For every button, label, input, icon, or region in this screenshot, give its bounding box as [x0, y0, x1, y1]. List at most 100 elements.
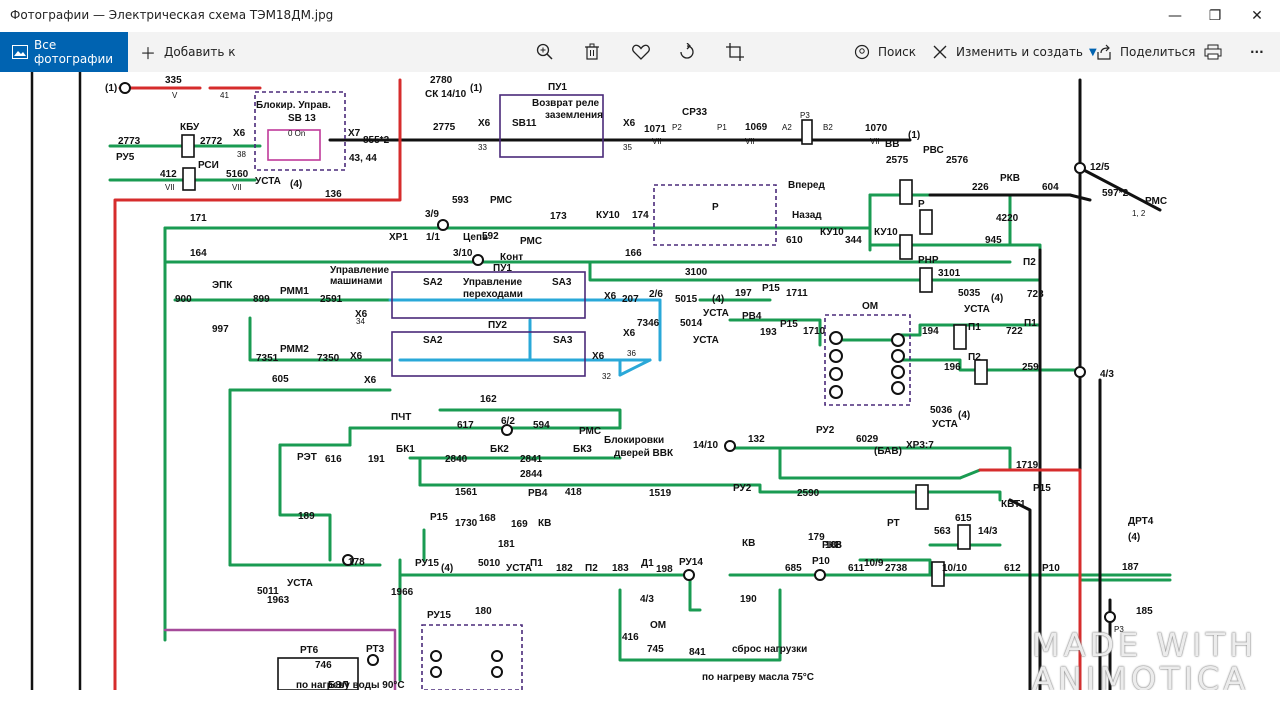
schematic-label: 6029: [856, 434, 879, 445]
schematic-label: П1: [968, 322, 981, 333]
schematic-label: В2: [823, 123, 833, 132]
more-button[interactable]: ···: [1250, 45, 1264, 59]
schematic-wire: [1078, 166, 1162, 212]
print-button[interactable]: [1204, 32, 1222, 72]
schematic-label: 416: [622, 632, 639, 643]
schematic-label: 612: [1004, 563, 1021, 574]
plus-icon: ＋: [140, 44, 157, 63]
schematic-label: РВ4: [742, 311, 762, 322]
terminal-node: [437, 219, 449, 231]
schematic-label: А2: [782, 123, 792, 132]
maximize-button[interactable]: ❐: [1208, 8, 1222, 24]
terminal-node: [342, 554, 354, 566]
schematic-box: [974, 359, 988, 385]
schematic-label: БК2: [490, 444, 509, 455]
schematic-box: [653, 184, 777, 246]
crop-button[interactable]: [726, 32, 744, 72]
zoom-in-button[interactable]: [536, 32, 554, 72]
schematic-label: 746: [315, 660, 332, 671]
schematic-label: БК3: [573, 444, 592, 455]
schematic-label: (4): [1128, 532, 1140, 543]
schematic-label: 4/3: [640, 594, 654, 605]
search-button[interactable]: Поиск: [854, 32, 916, 72]
rotate-button[interactable]: [678, 32, 696, 72]
share-button[interactable]: Поделиться: [1096, 32, 1195, 72]
schematic-label: Р2: [672, 123, 682, 132]
share-icon: [1097, 44, 1111, 60]
all-photos-label: Все фотографии: [34, 38, 114, 66]
schematic-label: 745: [647, 644, 664, 655]
schematic-label: 194: [922, 326, 939, 337]
schematic-wire: [113, 78, 402, 690]
schematic-label: 207: [622, 294, 639, 305]
terminal-node: [724, 440, 736, 452]
schematic-label: 7350: [317, 353, 340, 364]
schematic-label: РКВ: [1000, 173, 1020, 184]
schematic-label: 4220: [996, 213, 1019, 224]
schematic-label: Р3: [800, 111, 810, 120]
search-label: Поиск: [878, 45, 917, 59]
schematic-label: 605: [272, 374, 289, 385]
schematic-label: VII: [232, 183, 242, 192]
schematic-label: РУ5: [116, 152, 135, 163]
app-toolbar: Все фотографии ＋ Добавить к Поиск Измени…: [0, 32, 1280, 72]
schematic-label: заземления: [545, 110, 603, 121]
schematic-box: [919, 267, 933, 293]
schematic-label: Управление: [463, 277, 523, 288]
schematic-label: Р15: [430, 512, 448, 523]
terminal-node: [430, 650, 442, 662]
schematic-label: 1, 2: [1132, 209, 1146, 218]
schematic-label: РМС: [520, 236, 542, 247]
schematic-label: Х6: [364, 375, 377, 386]
schematic-box: [899, 234, 913, 260]
schematic-label: 189: [298, 511, 315, 522]
schematic-label: 5015: [675, 294, 698, 305]
schematic-label: 0 On: [288, 129, 305, 138]
close-button[interactable]: ✕: [1251, 8, 1263, 24]
schematic-label: УСТА: [964, 304, 990, 315]
schematic-label: КВ: [538, 518, 551, 529]
edit-create-button[interactable]: Изменить и создать ▼: [932, 32, 1097, 72]
schematic-label: 7346: [637, 318, 660, 329]
schematic-label: Р15: [780, 319, 798, 330]
schematic-wire: [958, 468, 982, 480]
schematic-wire: [898, 358, 1082, 372]
schematic-label: 611: [848, 563, 865, 574]
schematic-label: 33: [478, 143, 487, 152]
schematic-label: 1710: [803, 326, 826, 337]
zoom-in-icon: [536, 43, 553, 60]
schematic-label: РМС: [579, 426, 601, 437]
terminal-node: [1074, 162, 1086, 174]
schematic-label: 226: [972, 182, 989, 193]
schematic-box: [277, 657, 359, 690]
schematic-label: 615: [955, 513, 972, 524]
schematic-label: 14/10: [693, 440, 718, 451]
delete-button[interactable]: [584, 32, 600, 72]
schematic-label: Х6: [478, 118, 491, 129]
schematic-label: (1): [470, 83, 482, 94]
terminal-node: [829, 385, 843, 399]
schematic-label: 34: [356, 317, 365, 326]
schematic-label: РВ4: [528, 488, 548, 499]
all-photos-button[interactable]: Все фотографии: [0, 32, 128, 72]
schematic-box: [915, 484, 929, 510]
schematic-label: SA3: [552, 277, 572, 288]
add-to-button[interactable]: ＋ Добавить к: [140, 32, 235, 72]
schematic-label: по нагреву воды 90°С: [296, 680, 405, 690]
bottom-bar: [0, 690, 1280, 720]
schematic-label: Блокир. Управ.: [256, 100, 331, 111]
schematic-wire: [618, 588, 782, 662]
schematic-label: ХР1: [389, 232, 408, 243]
schematic-label: 945: [985, 235, 1002, 246]
schematic-label: КВ: [742, 538, 755, 549]
schematic-label: РЭТ: [297, 452, 317, 463]
minimize-button[interactable]: —: [1168, 8, 1182, 24]
schematic-label: 1966: [391, 587, 414, 598]
schematic-label: 35: [623, 143, 632, 152]
schematic-label: 412: [160, 169, 177, 180]
window-title: Фотографии — Электрическая схема ТЭМ18ДМ…: [10, 8, 334, 22]
chevron-down-icon: ▼: [1088, 46, 1097, 58]
schematic-box: [824, 314, 911, 406]
favorite-button[interactable]: [632, 32, 650, 72]
